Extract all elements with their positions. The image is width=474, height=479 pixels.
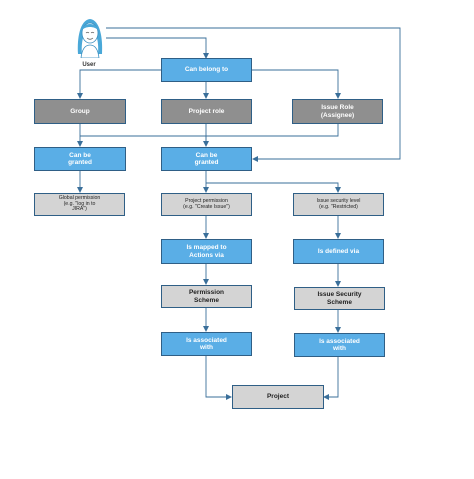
node-is-mapped-to[interactable]: Is mapped to Actions via — [161, 239, 252, 264]
node-project-permission[interactable]: Project permission (e.g. "Create Issue") — [161, 193, 252, 216]
node-can-belong-to[interactable]: Can belong to — [161, 58, 252, 82]
node-issue-security-level[interactable]: Issue security level (e.g. "Restricted) — [293, 193, 384, 216]
user-avatar-icon — [77, 19, 103, 58]
edge-belong-to-group — [77, 69, 161, 99]
edge-granted-to-issue-sec — [206, 182, 341, 193]
node-project-role[interactable]: Project role — [161, 99, 252, 124]
edge-user-to-can-be-granted — [106, 27, 401, 162]
edge-assoc-left-to-project — [205, 356, 232, 400]
node-group[interactable]: Group — [34, 99, 126, 124]
edge-belong-to-issue-role — [252, 69, 341, 99]
edge-group-to-granted-mid — [80, 135, 209, 147]
node-can-be-granted-left[interactable]: Can be granted — [34, 147, 126, 171]
node-is-defined-via[interactable]: Is defined via — [293, 239, 384, 264]
node-issue-security-scheme[interactable]: Issue Security Scheme — [294, 287, 385, 310]
node-global-permission[interactable]: Global permission (e.g. "log in to JIRA"… — [34, 193, 125, 216]
node-is-associated-left[interactable]: Is associated with — [161, 332, 252, 356]
edge-assoc-right-to-project — [323, 356, 339, 400]
user-label: User — [82, 62, 96, 68]
node-is-associated-right[interactable]: Is associated with — [294, 333, 385, 357]
node-project[interactable]: Project — [232, 385, 324, 409]
edge-issue-role-to-granted — [206, 124, 339, 137]
edge-user-to-can-belong — [106, 37, 209, 59]
node-permission-scheme[interactable]: Permission Scheme — [161, 285, 252, 308]
node-can-be-granted-mid[interactable]: Can be granted — [161, 147, 252, 171]
node-issue-role[interactable]: Issue Role (Assignee) — [292, 99, 383, 124]
